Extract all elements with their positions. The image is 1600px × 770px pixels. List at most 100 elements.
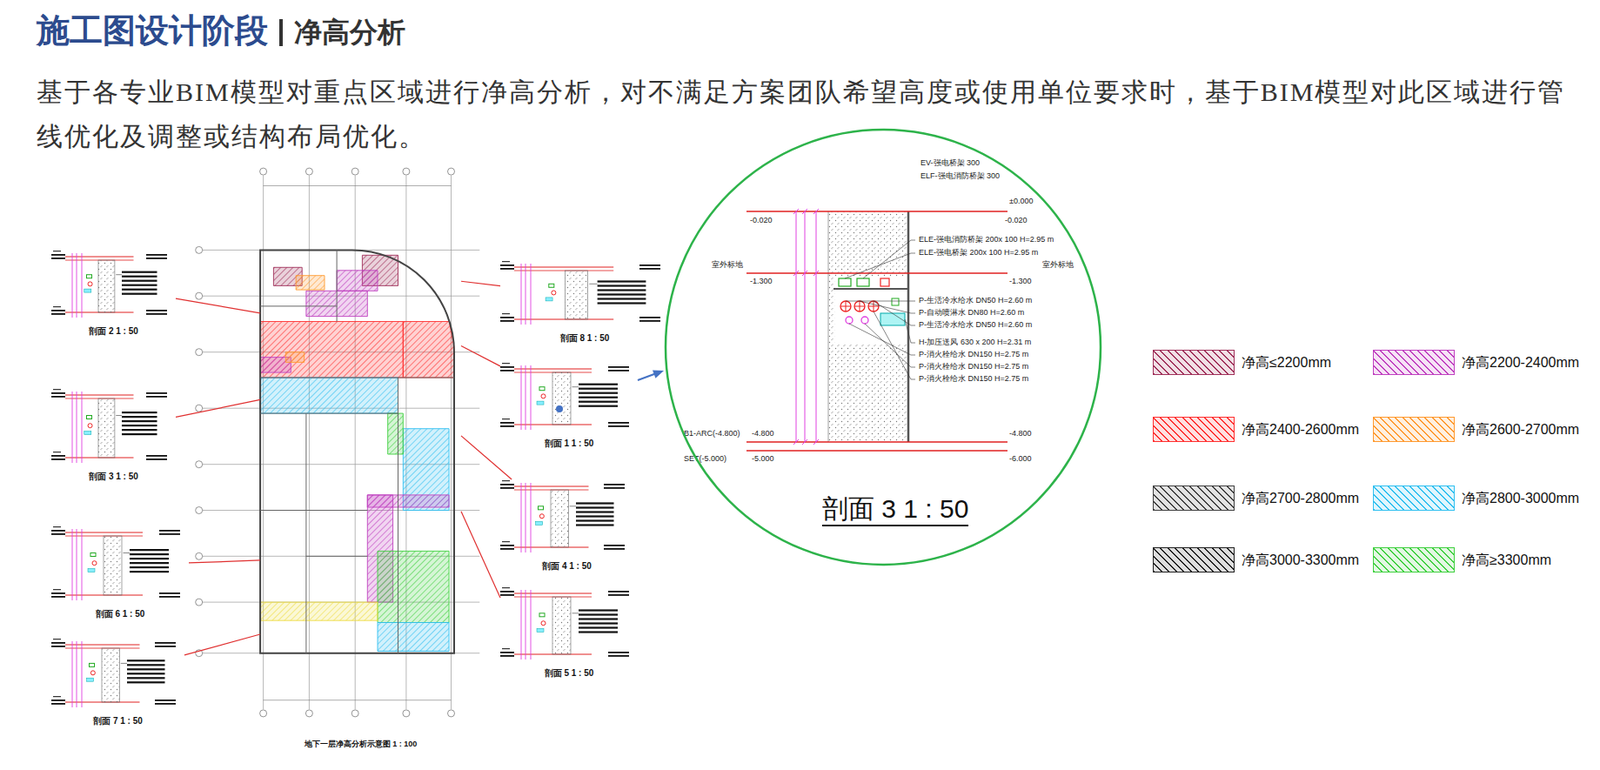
drawing-part: [260, 602, 378, 621]
drawing-part: [129, 557, 169, 560]
drawing-part: [521, 365, 523, 430]
drawing-part: [907, 211, 911, 442]
drawing-part: [87, 423, 93, 429]
drawing-part: [575, 519, 615, 522]
drawing-part: [608, 655, 630, 657]
drawing-part: [550, 489, 569, 548]
legend-text: 净高2600-2700mm: [1461, 421, 1580, 438]
drawing-part: [72, 641, 74, 708]
drawing-annotation: -1.300: [1009, 276, 1032, 287]
drawing-part: [53, 696, 61, 697]
legend-swatch: [1152, 349, 1235, 375]
drawing-part: [51, 254, 66, 256]
drawing-annotation: P-消火栓给水 DN150 H=2.75 m: [918, 374, 1029, 384]
drawing-part: [81, 528, 83, 601]
drawing-part: [802, 270, 808, 276]
legend-text: 净高2800-3000mm: [1461, 489, 1580, 507]
drawing-part: [121, 420, 158, 422]
drawing-part: [81, 253, 83, 318]
drawing-part: [578, 617, 618, 620]
drawing-part: [845, 316, 853, 324]
drawing-part: [603, 487, 625, 489]
drawing-part: [397, 377, 399, 654]
leader-line: [175, 298, 261, 314]
section-view: 剖面 4 1 : 50: [500, 479, 634, 572]
drawing-part: [813, 439, 819, 445]
page-title: 施工图设计阶段: [36, 8, 268, 54]
drawing-part: [336, 249, 338, 322]
legend-swatch: [1372, 547, 1455, 573]
drawing-part: [305, 709, 313, 717]
drawing-part: [500, 369, 515, 372]
drawing-part: [552, 372, 571, 425]
drawing-part: [578, 630, 618, 633]
drawing-part: [51, 529, 66, 532]
drawing-part: [603, 544, 625, 547]
legend-swatch: [1372, 349, 1455, 375]
drawing-part: [861, 316, 869, 324]
drawing-annotation: ELE-强电桥架 200x 100 H=2.95 m: [918, 247, 1038, 258]
drawing-part: [121, 271, 158, 274]
drawing-part: [306, 555, 368, 557]
drawing-part: [90, 553, 96, 557]
section-caption: 剖面 7 1 : 50: [51, 715, 185, 727]
drawing-part: [597, 288, 647, 291]
drawing-part: [121, 411, 158, 414]
drawing-part: [608, 425, 630, 428]
drawing-part: [500, 594, 515, 596]
drawing-part: [51, 533, 66, 536]
drawing-part: [195, 507, 203, 515]
drawing-part: [159, 533, 181, 536]
drawing-part: [195, 598, 203, 606]
drawing-part: [525, 482, 527, 553]
legend-swatch: [1152, 485, 1235, 511]
drawing-part: [500, 483, 515, 486]
section-caption: 剖面 3 1 : 50: [51, 470, 176, 483]
drawing-part: [129, 548, 169, 551]
drawing-part: [502, 261, 510, 262]
leader-line: [175, 399, 261, 417]
drawing-part: [552, 596, 571, 655]
drawing-annotation: -4.800: [1009, 428, 1032, 439]
legend-text: 净高≤2200mm: [1241, 354, 1332, 371]
drawing-part: [295, 275, 325, 290]
drawing-part: [500, 487, 515, 489]
drawing-part: [608, 366, 630, 369]
drawing-part: [500, 590, 515, 593]
drawing-part: [530, 263, 532, 325]
connector-line: [461, 511, 501, 598]
drawing-part: [500, 548, 515, 550]
drawing-part: [121, 284, 158, 287]
drawing-part: [578, 396, 618, 399]
drawing-part: [115, 415, 122, 416]
section-caption: 剖面 6 1 : 50: [51, 608, 189, 620]
drawing-part: [159, 592, 181, 595]
drawing-part: [377, 622, 449, 652]
drawing-part: [525, 589, 527, 660]
drawing-part: [121, 275, 158, 278]
drawing-part: [578, 405, 618, 408]
drawing-part: [793, 270, 799, 276]
drawing-part: [525, 263, 527, 325]
drawing-part: [502, 362, 510, 364]
drawing-part: [868, 301, 879, 312]
drawing-part: [127, 659, 166, 662]
drawing-annotation: P-消火栓给水 DN150 H=2.75 m: [918, 349, 1029, 360]
drawing-part: [891, 298, 899, 306]
drawing-part: [129, 566, 169, 569]
legend-swatch: [1152, 547, 1235, 573]
drawing-part: [597, 297, 647, 300]
drawing-part: [802, 208, 808, 215]
drawing-part: [802, 439, 808, 445]
drawing-part: [377, 550, 449, 623]
drawing-part: [260, 321, 403, 379]
drawing-part: [578, 609, 618, 611]
drawing-part: [525, 365, 527, 430]
drawing-part: [146, 257, 168, 260]
drawing-part: [539, 514, 544, 519]
drawing-part: [840, 301, 851, 312]
drawing-part: [92, 561, 97, 566]
drawing-part: [603, 483, 625, 486]
drawing-part: [578, 626, 618, 629]
